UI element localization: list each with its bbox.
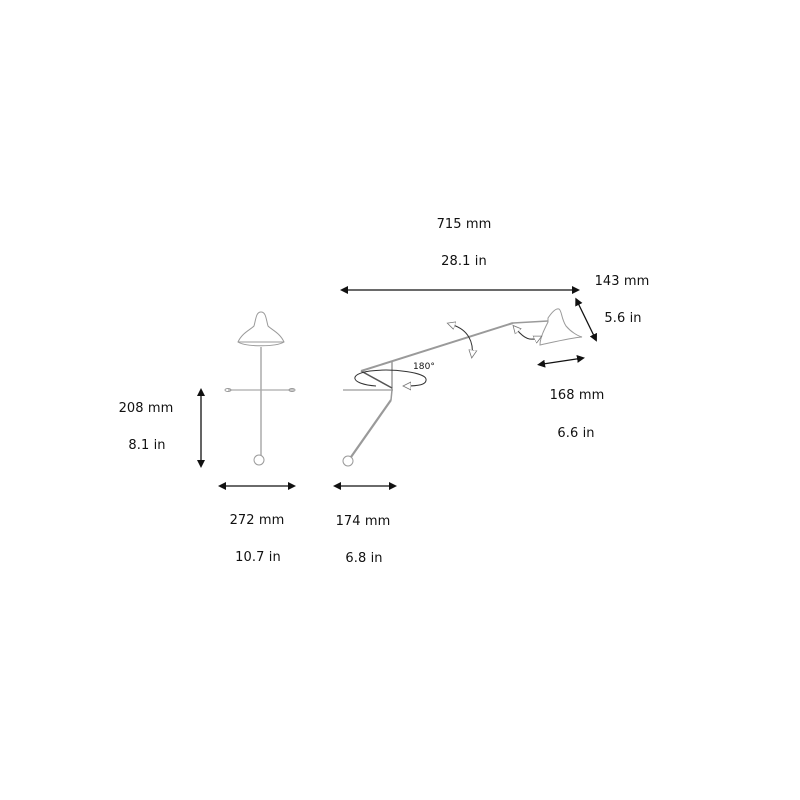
front-width-mm: 272 mm [229,513,285,528]
front-width-in: 10.7 in [235,550,281,565]
rotation-label: 180° [412,362,436,372]
shade-width-in: 6.6 in [557,426,595,441]
total-length-in: 28.1 in [441,254,487,269]
shade-height-in: 5.6 in [604,311,642,326]
front-view-lamp [224,311,296,466]
rotation-indicator [354,369,427,386]
base-height-mm: 208 mm [118,401,174,416]
side-shade [539,308,583,346]
total-length-mm: 715 mm [436,217,492,232]
front-shade [237,311,285,347]
front-wall-mount [253,454,265,466]
dimension-arrows [197,286,597,490]
side-depth-in: 6.8 in [345,551,383,566]
base-height-in: 8.1 in [128,438,166,453]
side-view-lamp [342,308,583,467]
shade-width-arrow [537,354,585,368]
shade-height-mm: 143 mm [594,274,650,289]
shade-height-arrow [575,297,597,342]
tilt-arrows [453,325,540,356]
side-wall-mount [342,455,354,467]
shade-width-mm: 168 mm [549,388,605,403]
side-depth-mm: 174 mm [335,514,391,529]
